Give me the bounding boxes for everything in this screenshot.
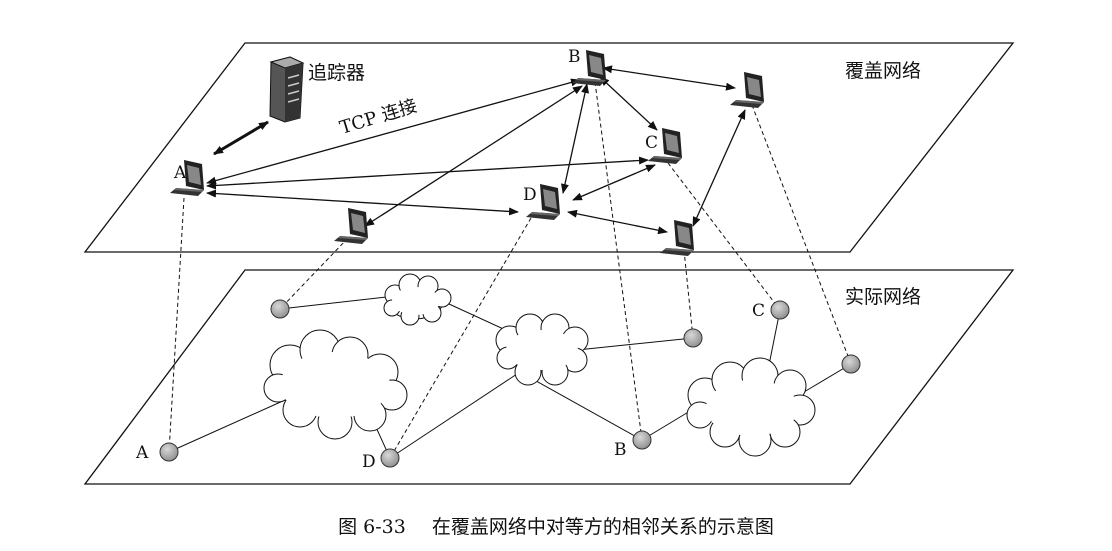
router-a	[159, 442, 179, 462]
peer-label-a: A	[173, 163, 187, 183]
cloud-small	[383, 273, 452, 326]
caption-text: 在覆盖网络中对等方的相邻关系的示意图	[431, 516, 774, 538]
router-label-b: B	[614, 440, 627, 460]
figure-caption: 图 6-33 在覆盖网络中对等方的相邻关系的示意图	[0, 512, 1112, 539]
overlay-plane	[83, 42, 1015, 253]
tcp-connections	[206, 65, 746, 235]
router-c	[770, 300, 790, 320]
cloud-middle	[495, 313, 589, 386]
router-label-a: A	[135, 443, 149, 463]
mapping-lines	[168, 81, 852, 459]
tracker-label: 追踪器	[308, 62, 365, 84]
peer-laptop-icon	[660, 220, 694, 256]
cloud-right	[686, 357, 816, 457]
peer-label-b: B	[568, 47, 581, 67]
peer-laptop-icon	[334, 208, 368, 244]
router-d	[380, 448, 400, 468]
cloud-left	[263, 329, 408, 440]
router-1	[270, 299, 290, 319]
overlay-network-label: 覆盖网络	[845, 60, 921, 82]
router-3	[841, 354, 861, 374]
router-2	[683, 328, 703, 348]
router-label-c: C	[752, 301, 765, 321]
tcp-connection-label: TCP 连接	[337, 95, 419, 138]
physical-plane	[83, 269, 1015, 485]
router-label-d: D	[362, 452, 376, 472]
tracker-server-icon	[269, 56, 305, 123]
router-nodes	[159, 299, 861, 468]
router-b	[632, 430, 652, 450]
peer-label-c: C	[645, 133, 658, 153]
caption-number: 图 6-33	[338, 516, 406, 538]
physical-network-label: 实际网络	[845, 286, 921, 308]
peer-laptop-icon	[730, 72, 764, 108]
peer-label-d: D	[523, 185, 537, 205]
